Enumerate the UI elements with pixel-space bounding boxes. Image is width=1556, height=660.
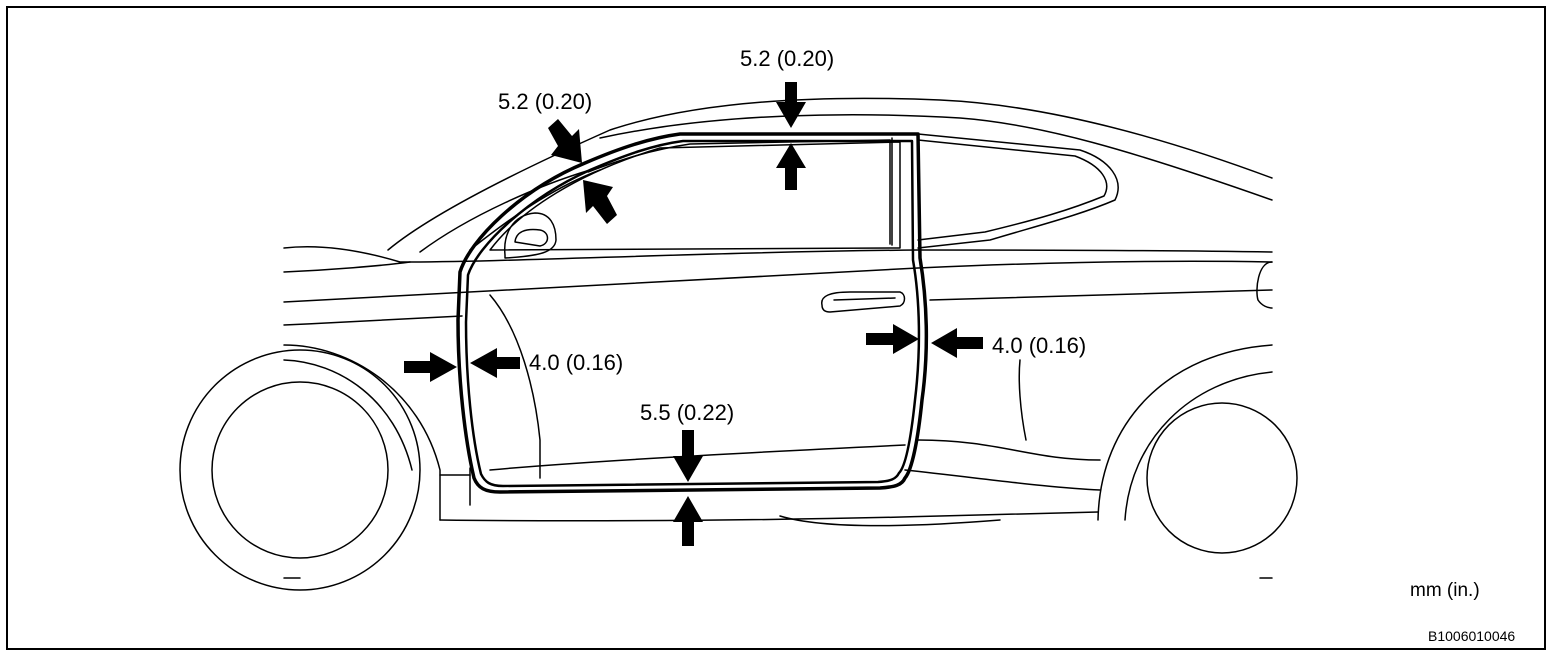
rear-window-inner: [917, 139, 1108, 241]
arrow-front-right: [404, 352, 457, 382]
hood-line: [283, 261, 411, 273]
arrow-front-left: [470, 348, 520, 378]
fuel-door: [1256, 261, 1273, 309]
side-mirror-inner: [514, 228, 549, 247]
sill-rear: [904, 469, 1101, 491]
character-line: [283, 315, 463, 326]
front-wheel: [211, 381, 389, 559]
door-lower-line: [489, 444, 906, 471]
front-wheel-inner: [179, 349, 421, 591]
door-window-inner: [587, 139, 891, 245]
door-seal-outer: [456, 132, 929, 494]
door-seal-inner: [464, 139, 921, 488]
beltline: [283, 260, 1273, 303]
door-handle: [821, 291, 906, 313]
measurement-label-pillar: 5.2 (0.20): [498, 89, 593, 114]
door-window: [489, 141, 901, 251]
a-pillar-line: [469, 169, 601, 251]
rear-window: [917, 133, 1119, 249]
rocker-lower: [779, 515, 1001, 527]
rear-wheel-arch-inner: [1124, 371, 1273, 521]
measurement-label-front: 4.0 (0.16): [529, 350, 624, 375]
windshield: [419, 169, 591, 253]
shoulder-line: [283, 246, 1273, 263]
arrow-bottom-up: [673, 496, 703, 546]
roof-outline: [387, 97, 1273, 251]
rocker-bottom: [439, 511, 1099, 522]
figure-frame: [6, 6, 1546, 650]
roof-inner-line: [599, 114, 1273, 201]
arrow-rear-right: [866, 324, 919, 354]
unit-label: mm (in.): [1410, 580, 1480, 601]
front-wheel-arch: [283, 344, 441, 521]
rear-wheel-arch: [1097, 344, 1273, 521]
arrow-pillar-out: [583, 180, 617, 224]
arrow-rear-left: [931, 328, 983, 358]
arrow-pillar-in: [548, 119, 582, 163]
front-wheel-arch-inner: [283, 359, 413, 471]
figure-code: B1006010046: [1428, 628, 1516, 644]
arrow-bottom-down: [673, 430, 703, 482]
measurement-label-rear: 4.0 (0.16): [992, 333, 1087, 358]
arrow-top-up: [776, 143, 806, 190]
measurement-label-top: 5.2 (0.20): [740, 46, 835, 71]
rocker-panel: [439, 439, 1101, 476]
door-inner-line: [489, 294, 541, 479]
rear-quarter-line: [1018, 359, 1027, 441]
rear-wheel: [1146, 402, 1298, 554]
rear-character-line: [929, 289, 1273, 301]
measurement-label-bottom: 5.5 (0.22): [640, 400, 735, 425]
arrow-top-down: [776, 82, 806, 128]
door-handle-recess: [833, 297, 896, 301]
